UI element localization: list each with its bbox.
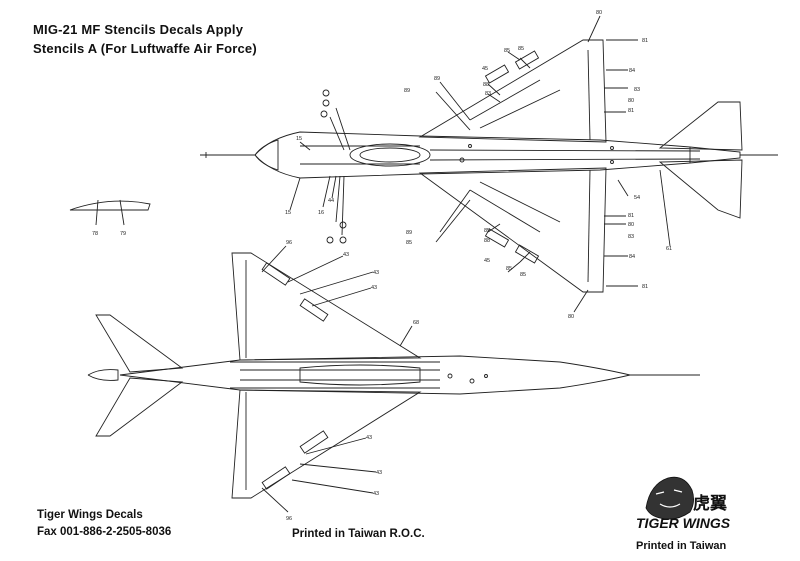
canopy-detail [69, 199, 151, 226]
callout-96a: 96 [286, 240, 292, 246]
callout-43b: 43 [373, 270, 379, 276]
callout-54: 54 [634, 195, 640, 201]
callout-43f: 43 [373, 491, 379, 497]
callout-43c: 43 [371, 285, 377, 291]
callout-89a: 89 [434, 76, 440, 82]
callout-15b: 15 [285, 210, 291, 216]
callout-88b: 88 [484, 238, 490, 244]
lower-underside-view [87, 245, 700, 513]
callout-85e: 85 [520, 272, 526, 278]
callout-89c: 89 [406, 230, 412, 236]
callout-89b: 89 [404, 88, 410, 94]
sheet-subtitle: Stencils A (For Luftwaffe Air Force) [33, 41, 257, 56]
callout-80c: 80 [628, 222, 634, 228]
callout-16: 16 [318, 210, 324, 216]
callout-79: 79 [120, 231, 126, 237]
callout-45a: 45 [482, 66, 488, 72]
callout-45b: 45 [484, 258, 490, 264]
sheet-title: MIG-21 MF Stencils Decals Apply [33, 22, 244, 37]
callout-81c: 81 [628, 213, 634, 219]
callout-43e: 43 [376, 470, 382, 476]
callout-88a: 88 [483, 82, 489, 88]
tiger-head-icon [645, 476, 694, 520]
tiger-wings-logo: 虎翼 TIGER WINGS [636, 476, 731, 531]
fax-number: Fax 001-886-2-2505-8036 [37, 526, 172, 538]
upper-plan-view [200, 15, 778, 313]
callout-85f: 85 [406, 240, 412, 246]
callout-85b: 85 [518, 46, 524, 52]
callout-83a: 83 [634, 87, 640, 93]
callout-81d: 81 [642, 284, 648, 290]
callout-43a: 43 [343, 252, 349, 258]
callout-81a: 81 [642, 38, 648, 44]
company-name: Tiger Wings Decals [37, 509, 143, 521]
callout-96b: 96 [286, 516, 292, 522]
callout-61: 61 [666, 246, 672, 252]
callout-78: 78 [92, 231, 98, 237]
callout-84b: 84 [629, 254, 635, 260]
callout-43d: 43 [366, 435, 372, 441]
callout-80b: 80 [628, 98, 634, 104]
callout-numbers: 80 81 85 85 84 83 45 88 89 89 15 80 81 8… [92, 10, 672, 522]
callout-80d: 80 [568, 314, 574, 320]
callout-68: 68 [413, 320, 419, 326]
callout-83b: 83 [485, 91, 491, 97]
printed-in-roc: Printed in Taiwan R.O.C. [292, 528, 425, 540]
callout-85c: 85 [484, 228, 490, 234]
callout-85a: 85 [504, 48, 510, 54]
callout-84a: 84 [629, 68, 635, 74]
callout-81b: 81 [628, 108, 634, 114]
callout-15a: 15 [296, 136, 302, 142]
callout-80a: 80 [596, 10, 602, 16]
logo-chinese: 虎翼 [693, 494, 727, 513]
printed-in-taiwan: Printed in Taiwan [636, 540, 727, 552]
callout-83c: 83 [628, 234, 634, 240]
callout-85d: 85 [506, 266, 512, 272]
callout-44: 44 [328, 198, 334, 204]
logo-brand: TIGER WINGS [636, 515, 731, 531]
